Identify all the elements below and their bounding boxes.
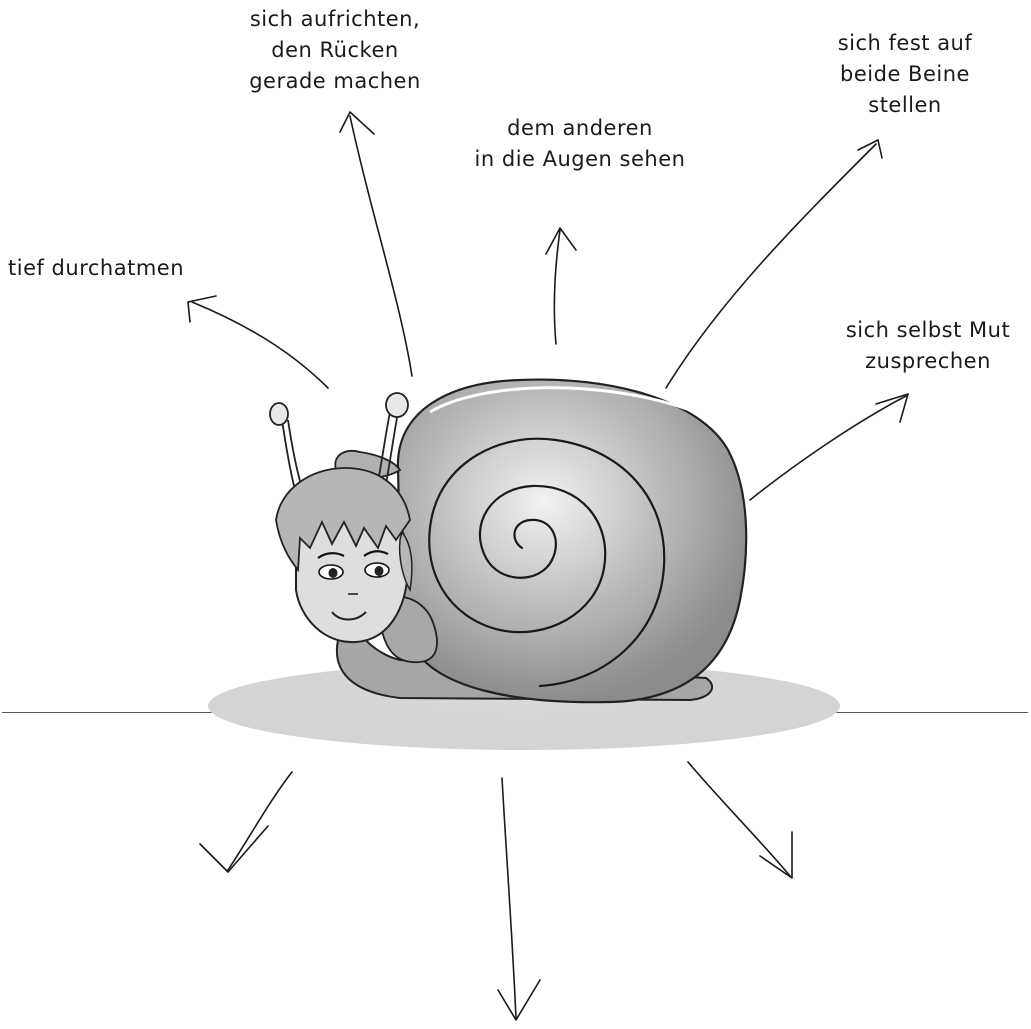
- antenna-left-2: [288, 420, 302, 488]
- arrow-bottom-left: [228, 772, 292, 870]
- arrow-stand-firm: [666, 144, 876, 388]
- arrow-bottom-center: [502, 778, 516, 1018]
- arrow-breathe: [192, 302, 328, 388]
- pupil-left: [329, 568, 338, 578]
- arrow-bottom-right-head: [760, 832, 792, 878]
- pupil-right: [375, 566, 384, 576]
- arrow-bottom-center-head: [498, 980, 540, 1020]
- antenna-right-tip: [386, 393, 408, 417]
- arrow-eye-contact-head: [546, 228, 576, 254]
- antenna-left-tip: [270, 403, 288, 425]
- arrow-bottom-right: [688, 762, 790, 876]
- antenna-left: [282, 420, 295, 490]
- arrow-eye-contact: [554, 230, 560, 344]
- arrow-upright-head: [340, 112, 374, 134]
- arrow-encourage: [750, 396, 906, 500]
- arrow-upright: [350, 116, 412, 376]
- arrow-bottom-left-head: [200, 826, 268, 872]
- arrow-breathe-head: [188, 296, 216, 322]
- snail-shell: [398, 380, 746, 703]
